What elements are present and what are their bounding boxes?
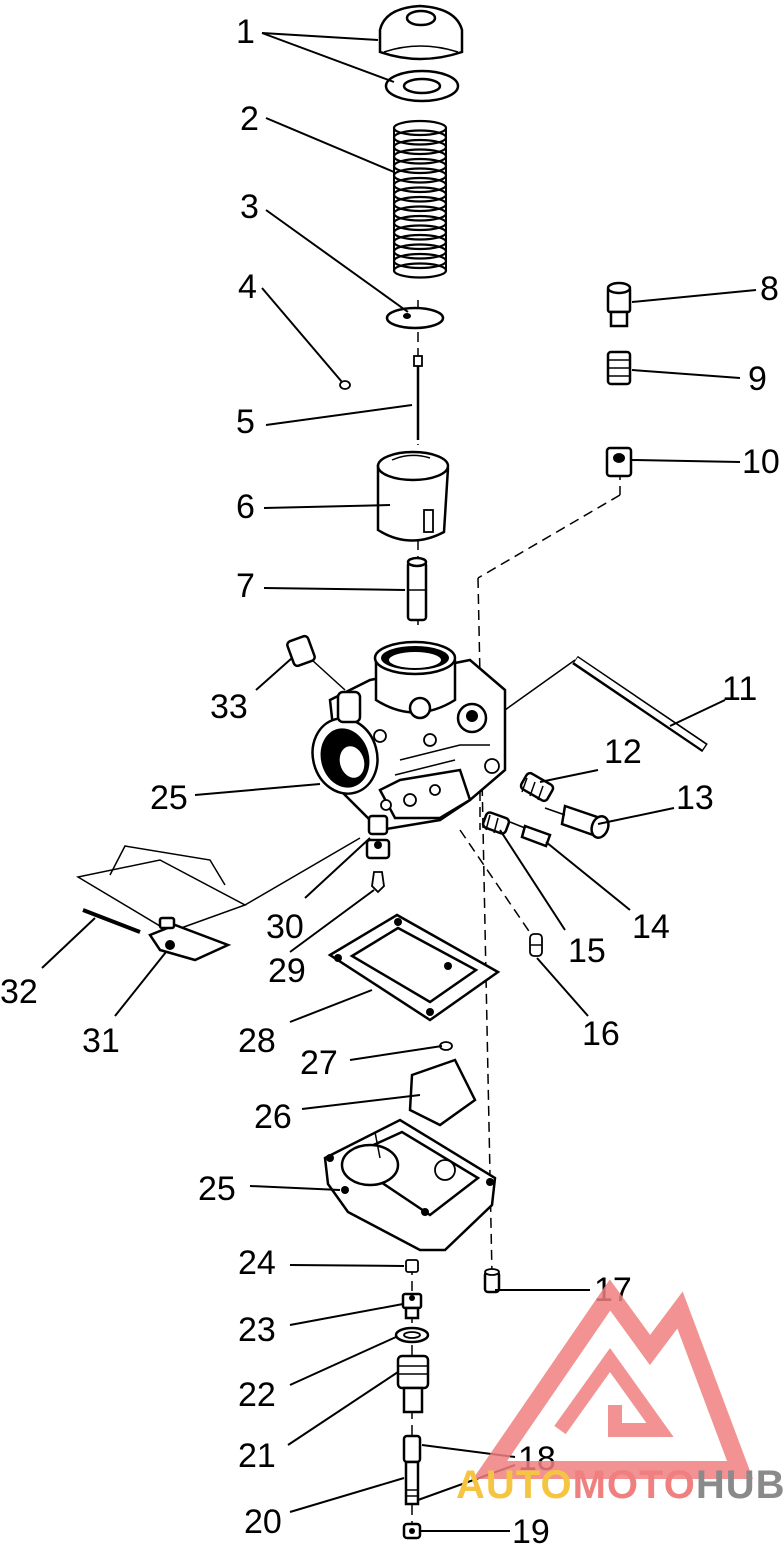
- callout-24: 24: [238, 1244, 276, 1282]
- callout-19: 19: [512, 1513, 550, 1549]
- part-float: [408, 1058, 477, 1127]
- part-screw-19: [402, 1522, 422, 1540]
- part-main-jet-23: [401, 1292, 423, 1320]
- callout-12: 12: [604, 733, 642, 771]
- part-throttle-valve: [376, 450, 450, 542]
- callout-1: 1: [236, 13, 255, 51]
- callout-29: 29: [268, 952, 306, 990]
- part-pilot-air-screw: [606, 281, 632, 328]
- callout-25-bowl: 25: [198, 1170, 236, 1208]
- callout-8: 8: [760, 270, 779, 308]
- part-cap: [378, 4, 464, 61]
- watermark-auto: AUTO: [456, 1463, 573, 1507]
- callout-26: 26: [254, 1098, 292, 1136]
- callout-28: 28: [238, 1022, 276, 1060]
- callout-13: 13: [676, 779, 714, 817]
- callout-7: 7: [236, 567, 255, 605]
- watermark-moto: MOTO: [573, 1463, 696, 1507]
- part-small-fitting: [529, 933, 543, 957]
- watermark-logo-icon: [472, 1279, 753, 1479]
- part-adjust-screw: [509, 821, 552, 848]
- part-float-bracket: [75, 837, 361, 962]
- callout-3: 3: [240, 188, 259, 226]
- callout-25-body: 25: [150, 779, 188, 817]
- callout-6: 6: [236, 488, 255, 526]
- part-rod: [504, 655, 708, 753]
- callout-15: 15: [568, 932, 606, 970]
- part-main-jet-screw: [483, 1268, 501, 1294]
- part-pilot-nut: [605, 446, 633, 478]
- part-pilot-spring: [606, 350, 632, 386]
- part-carburetor-body: [311, 640, 507, 832]
- part-adjust-spring: [481, 811, 511, 835]
- watermark-hub: HUB: [696, 1463, 784, 1507]
- part-idle-screw: [544, 804, 610, 839]
- callout-30: 30: [266, 908, 304, 946]
- callout-27: 27: [300, 1044, 338, 1082]
- callout-2: 2: [240, 100, 259, 138]
- part-clip: [339, 380, 351, 390]
- part-needle-jet: [406, 556, 428, 622]
- callout-5: 5: [236, 403, 255, 441]
- callout-32: 32: [0, 973, 38, 1011]
- part-o-ring-22: [394, 1326, 430, 1344]
- part-idle-spring: [519, 771, 555, 803]
- part-float-valve: [365, 814, 391, 894]
- callout-23: 23: [238, 1311, 276, 1349]
- watermark: AUTOMOTOHUB: [456, 1279, 784, 1507]
- callout-9: 9: [748, 360, 767, 398]
- callout-20: 20: [244, 1503, 282, 1541]
- part-retainer-plate: [385, 306, 445, 330]
- part-spring: [392, 119, 448, 279]
- spring-coil: [392, 262, 448, 279]
- callout-10: 10: [742, 443, 780, 481]
- part-gasket: [327, 913, 501, 1022]
- watermark-text: AUTOMOTOHUB: [456, 1463, 784, 1507]
- part-jet-needle: [413, 355, 423, 440]
- callout-21: 21: [238, 1437, 276, 1475]
- callout-14: 14: [632, 908, 670, 946]
- callout-11: 11: [722, 670, 757, 708]
- part-washer-24: [405, 1259, 419, 1273]
- callout-16: 16: [582, 1015, 620, 1053]
- callout-31: 31: [82, 1022, 120, 1060]
- part-needle-jet-holder-21: [396, 1354, 430, 1414]
- part-plug: [286, 634, 346, 691]
- callout-4: 4: [238, 268, 257, 306]
- part-float-bowl: [323, 1118, 497, 1252]
- part-pilot-jet-20: [402, 1434, 422, 1506]
- callout-33: 33: [210, 688, 248, 726]
- callout-22: 22: [238, 1376, 276, 1414]
- part-seal-ring: [384, 69, 460, 103]
